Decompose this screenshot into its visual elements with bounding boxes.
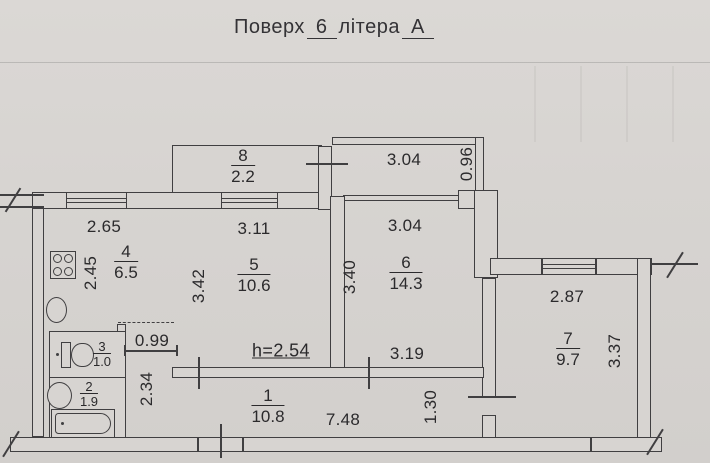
scan-streak [626,66,628,142]
room-2-label: 2 1.9 [79,380,99,409]
toilet-bowl-icon [71,343,94,367]
dim-loggia-width: 3.04 [386,150,422,169]
wall-pier [318,146,332,210]
title-letter: А [401,16,434,39]
room-area: 9.7 [556,349,580,369]
room-area: 10.6 [237,275,271,295]
dim-room5-depth: 3.42 [189,268,208,304]
room-number: 1 [251,387,285,406]
loggia-rail-top [332,137,484,145]
dim-passage-height: 2.34 [137,371,156,407]
dim-room7-depth: 3.37 [605,333,624,369]
wall-room6-room7 [482,415,496,439]
wall-left [32,196,44,437]
room-number: 8 [231,147,255,166]
wall-room7-top [490,258,542,275]
loggia-window-line [343,195,463,201]
wall-joint [242,438,244,451]
dimension-tick [220,424,222,458]
room-area: 1.9 [79,394,99,409]
room-7-label: 7 9.7 [556,330,580,369]
dimension-tick [124,345,126,356]
dim-kitchen-depth: 2.45 [81,255,100,291]
room-4-label: 4 6.5 [114,243,138,282]
dim-room6-depth: 3.40 [340,259,359,295]
extension-line [0,194,44,196]
dimension-tick [176,345,178,356]
bathtub-drain-dot [61,422,64,425]
title-floor-number: 6 [306,16,337,39]
room-area: 6.5 [114,262,138,282]
dimension-tick [4,187,22,213]
toilet-icon [61,342,71,368]
toilet-dot [56,353,59,356]
room-area: 10.8 [251,406,285,426]
dim-room7-width: 2.87 [549,287,585,306]
scan-streak [672,66,674,142]
extension-line [0,206,44,208]
dim-room6-width: 3.04 [387,216,423,235]
dimension-tick [198,357,200,389]
room-8-label: 8 2.2 [231,147,255,186]
room-area: 1.0 [92,354,112,369]
room-5-label: 5 10.6 [237,256,271,295]
dim-passage-width: 0.99 [134,331,170,350]
dashed-opening-line [118,322,174,323]
scan-streak [534,66,536,142]
wall-corridor [172,367,484,378]
room-number: 5 [237,256,271,275]
dimension-tick [306,163,348,165]
window [66,192,128,209]
wall-right [637,258,651,452]
title-word: Поверх [234,16,305,38]
balcony-8-rail [172,145,322,193]
scan-line [0,62,710,63]
dim-loggia-depth: 0.96 [457,146,476,182]
room-area: 14.3 [389,273,423,293]
wall-joint [590,438,592,451]
dimension-tick [368,357,370,389]
kitchen-sink-icon [46,297,67,323]
dim-room5-width: 3.11 [237,219,271,238]
room-6-label: 6 14.3 [389,254,423,293]
dimension-tick [468,396,516,398]
dim-corridor-width: 1.30 [421,389,440,425]
window [542,258,596,275]
title-word2: літера [338,16,400,38]
dim-corridor-length: 7.48 [325,410,361,429]
room-number: 7 [556,330,580,349]
room-area: 2.2 [231,166,255,186]
wall-top [126,192,223,209]
room-1-label: 1 10.8 [251,387,285,426]
wall-room6-room7 [482,278,496,398]
room-number: 2 [79,380,99,394]
dimension-line [124,350,178,352]
room-3-label: 3 1.0 [92,340,112,369]
scan-streak [580,66,582,142]
dim-kitchen-width: 2.65 [86,217,122,236]
stove-icon [50,251,76,279]
dim-room6-bottom: 3.19 [389,344,425,363]
wall-joint [197,438,199,451]
wall-bottom [10,437,662,452]
bathtub-inner [55,413,111,434]
room-number: 3 [92,340,112,354]
washbasin-icon [47,382,72,409]
window [221,192,279,209]
room-number: 6 [389,254,423,273]
room-number: 4 [114,243,138,262]
ceiling-height-note: h=2.54 [252,340,310,361]
dimension-terminator [666,251,684,279]
